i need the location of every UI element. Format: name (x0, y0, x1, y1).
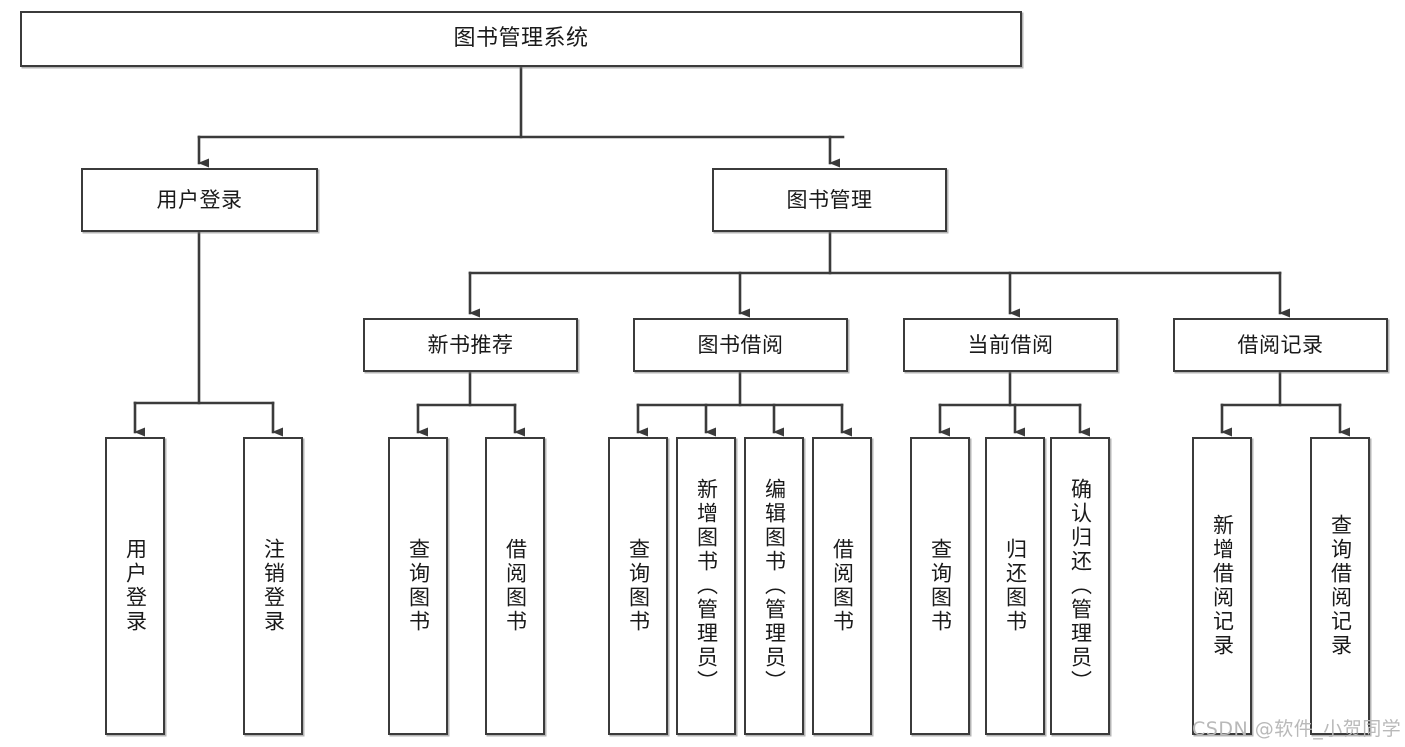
node-book-borrow-label: 图书借阅 (697, 332, 784, 357)
node-book-borrow[interactable]: 图书借阅 (633, 318, 848, 372)
node-user-login[interactable]: 用户登录 (81, 168, 318, 232)
node-leaf-borrow-book-1[interactable]: 借阅图书 (485, 437, 545, 735)
node-leaf-borrow-book-1-label: 借阅图书 (503, 538, 528, 634)
node-user-login-label: 用户登录 (156, 187, 243, 212)
node-book-manage[interactable]: 图书管理 (712, 168, 947, 232)
node-leaf-return-book-label: 归还图书 (1003, 538, 1028, 634)
node-new-book-rec-label: 新书推荐 (427, 332, 514, 357)
node-root-label: 图书管理系统 (453, 26, 589, 52)
node-leaf-confirm-return-label: 确认归还（管理员） (1068, 478, 1093, 694)
node-leaf-add-record[interactable]: 新增借阅记录 (1192, 437, 1252, 735)
node-new-book-rec[interactable]: 新书推荐 (363, 318, 578, 372)
node-leaf-confirm-return[interactable]: 确认归还（管理员） (1050, 437, 1110, 735)
node-leaf-edit-book-label: 编辑图书（管理员） (762, 478, 787, 694)
node-book-manage-label: 图书管理 (786, 187, 873, 212)
node-leaf-query-record-label: 查询借阅记录 (1328, 514, 1353, 658)
node-current-borrow[interactable]: 当前借阅 (903, 318, 1118, 372)
node-leaf-query-book-3-label: 查询图书 (928, 538, 953, 634)
node-leaf-add-record-label: 新增借阅记录 (1210, 514, 1235, 658)
node-current-borrow-label: 当前借阅 (967, 332, 1054, 357)
node-leaf-return-book[interactable]: 归还图书 (985, 437, 1045, 735)
node-leaf-borrow-book-2-label: 借阅图书 (830, 538, 855, 634)
node-leaf-edit-book[interactable]: 编辑图书（管理员） (744, 437, 804, 735)
node-leaf-add-book-label: 新增图书（管理员） (694, 478, 719, 694)
node-leaf-borrow-book-2[interactable]: 借阅图书 (812, 437, 872, 735)
node-leaf-query-book-1-label: 查询图书 (406, 538, 431, 634)
node-leaf-query-book-1[interactable]: 查询图书 (388, 437, 448, 735)
node-leaf-query-book-2-label: 查询图书 (626, 538, 651, 634)
node-leaf-logout[interactable]: 注销登录 (243, 437, 303, 735)
node-root[interactable]: 图书管理系统 (20, 11, 1022, 67)
node-leaf-user-login-label: 用户登录 (123, 538, 148, 634)
node-leaf-logout-label: 注销登录 (261, 538, 286, 634)
csdn-watermark: CSDN @软件_小贺同学 (1192, 718, 1402, 740)
node-leaf-add-book[interactable]: 新增图书（管理员） (676, 437, 736, 735)
node-leaf-query-book-3[interactable]: 查询图书 (910, 437, 970, 735)
node-leaf-query-record[interactable]: 查询借阅记录 (1310, 437, 1370, 735)
node-borrow-record[interactable]: 借阅记录 (1173, 318, 1388, 372)
node-borrow-record-label: 借阅记录 (1237, 332, 1324, 357)
node-leaf-user-login[interactable]: 用户登录 (105, 437, 165, 735)
node-leaf-query-book-2[interactable]: 查询图书 (608, 437, 668, 735)
